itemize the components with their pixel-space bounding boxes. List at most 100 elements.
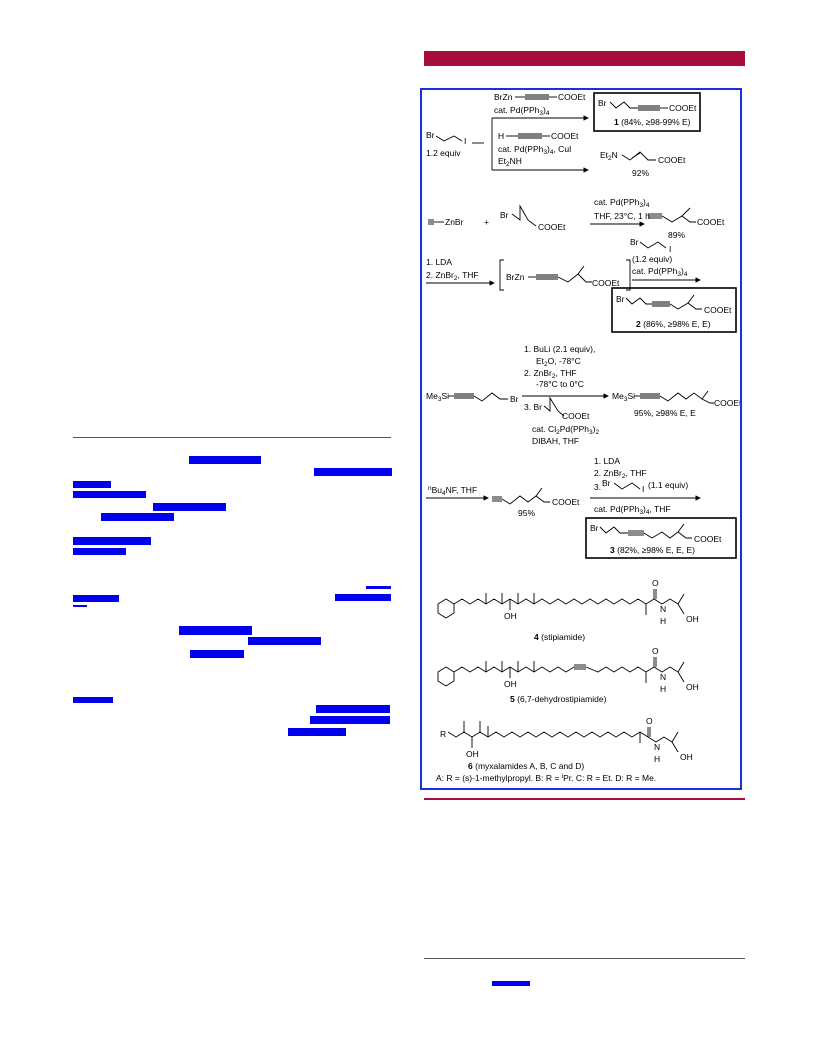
r3-catalyst: cat. Pd(PPh3)4 bbox=[632, 266, 688, 278]
np5-oh2: OH bbox=[686, 682, 699, 692]
r4-cond3: 3. Br bbox=[524, 402, 542, 412]
r2-conditions: THF, 23°C, 1 h bbox=[594, 211, 650, 221]
r5-product-label: 3 (82%, ≥98% E, E, E) bbox=[610, 545, 695, 555]
np6-o: O bbox=[646, 716, 653, 726]
r4-cond1b: Et2O, -78°C bbox=[536, 356, 581, 368]
redacted-link[interactable] bbox=[73, 537, 151, 545]
redacted-link[interactable] bbox=[179, 626, 252, 635]
r1-base: Et2NH bbox=[498, 156, 522, 168]
reaction-scheme: BrZn COOEt cat. Pd(PPh3)4 Br COOEt 1 (84… bbox=[426, 92, 740, 783]
r5-cond4: cat. Pd(PPh3)4, THF bbox=[594, 504, 671, 516]
r1-product-label: 1 (84%, ≥98-99% E) bbox=[614, 117, 691, 127]
np6-oh2: OH bbox=[680, 752, 693, 762]
r3-product-br: Br bbox=[616, 294, 625, 304]
r1-catalyst2: cat. Pd(PPh3)4, CuI bbox=[498, 144, 571, 156]
redacted-link[interactable] bbox=[73, 595, 119, 602]
r5-mid-yield: 95% bbox=[518, 508, 535, 518]
np5-o: O bbox=[652, 646, 659, 656]
r4-tms: Me3Si bbox=[426, 391, 449, 403]
redacted-link[interactable] bbox=[73, 697, 113, 703]
redacted-link[interactable] bbox=[492, 981, 530, 986]
np5-oh1: OH bbox=[504, 679, 517, 689]
r4-cond4: cat. Cl2Pd(PPh3)2 bbox=[532, 424, 599, 436]
r5-mid-ester: COOEt bbox=[552, 497, 580, 507]
r4-product-tms: Me3Si bbox=[612, 391, 635, 403]
r1-h: H bbox=[498, 131, 504, 141]
r4-cond2b: -78°C to 0°C bbox=[536, 379, 584, 389]
r5-product-ester: COOEt bbox=[694, 534, 722, 544]
r5-cond1: 1. LDA bbox=[594, 456, 620, 466]
r2-product-ester: COOEt bbox=[697, 217, 725, 227]
redacted-link[interactable] bbox=[73, 491, 146, 498]
r3-product-label: 2 (86%, ≥98% E, E) bbox=[636, 319, 711, 329]
dehydrostipiamide-structure bbox=[437, 657, 685, 687]
r4-br: Br bbox=[510, 394, 519, 404]
np4-h: H bbox=[660, 616, 666, 626]
redacted-link[interactable] bbox=[101, 513, 174, 521]
redacted-link[interactable] bbox=[314, 468, 392, 476]
np6-label: 6 (myxalamides A, B, C and D) bbox=[468, 761, 584, 771]
r1-reagent1-ester: COOEt bbox=[558, 92, 586, 102]
myxalamide-structure bbox=[447, 721, 679, 753]
np5-h: H bbox=[660, 684, 666, 694]
r3-int-ester: COOEt bbox=[592, 278, 620, 288]
redacted-link[interactable] bbox=[316, 705, 390, 713]
redacted-link[interactable] bbox=[248, 637, 321, 645]
r2-yield: 89% bbox=[668, 230, 685, 240]
np6-n: N bbox=[654, 742, 660, 752]
r3-step1: 1. LDA bbox=[426, 257, 452, 267]
np4-o: O bbox=[652, 578, 659, 588]
redacted-link[interactable] bbox=[288, 728, 346, 736]
r3-step2: 2. ZnBr2, THF bbox=[426, 270, 479, 282]
np5-n: N bbox=[660, 672, 666, 682]
np4-n: N bbox=[660, 604, 666, 614]
r3-intermediate: BrZn bbox=[506, 272, 525, 282]
r3-reagent-i: I bbox=[669, 244, 671, 254]
r2-plus: + bbox=[484, 217, 489, 227]
r5-cond2: 2. ZnBr2, THF bbox=[594, 468, 647, 480]
np6-r: R bbox=[440, 729, 446, 739]
redacted-link[interactable] bbox=[189, 456, 261, 464]
np4-oh1: OH bbox=[504, 611, 517, 621]
reaction-scheme-box: BrZn COOEt cat. Pd(PPh3)4 Br COOEt 1 (84… bbox=[420, 88, 742, 790]
r1-reagent2-ester: COOEt bbox=[551, 131, 579, 141]
r4-product-ester: COOEt bbox=[714, 398, 740, 408]
redacted-link[interactable] bbox=[310, 716, 390, 724]
r5-reagent: nBu4NF, THF bbox=[428, 485, 477, 497]
r1-start-br: Br bbox=[426, 130, 435, 140]
np4-oh2: OH bbox=[686, 614, 699, 624]
r1-side-yield: 92% bbox=[632, 168, 649, 178]
r4-cond1: 1. BuLi (2.1 equiv), bbox=[524, 344, 595, 354]
r1-catalyst: cat. Pd(PPh3)4 bbox=[494, 105, 550, 117]
r1-side-product: Et2N bbox=[600, 150, 618, 162]
r5-product-br: Br bbox=[590, 523, 599, 533]
redacted-link[interactable] bbox=[190, 650, 244, 658]
r2-ester: COOEt bbox=[538, 222, 566, 232]
redacted-link[interactable] bbox=[366, 586, 391, 589]
figure-title-bar bbox=[424, 51, 745, 66]
right-footnote-rule bbox=[424, 958, 745, 959]
redacted-link[interactable] bbox=[73, 481, 111, 488]
r5-cond3: 3. bbox=[594, 482, 601, 492]
r1-product-ester: COOEt bbox=[669, 103, 697, 113]
r3-reagent-br: Br bbox=[630, 237, 639, 247]
r4-cond3-ester: COOEt bbox=[562, 411, 590, 421]
np6-oh1: OH bbox=[466, 749, 479, 759]
r5-cond3-i: I bbox=[642, 484, 644, 494]
r1-reagent1: BrZn bbox=[494, 92, 513, 102]
r5-cond3-br: Br bbox=[602, 478, 611, 488]
redacted-link[interactable] bbox=[73, 605, 87, 607]
redacted-link[interactable] bbox=[153, 503, 226, 511]
np4-label: 4 (stipiamide) bbox=[534, 632, 585, 642]
r1-start-i: I bbox=[464, 136, 466, 146]
np5-label: 5 (6,7-dehydrostipiamide) bbox=[510, 694, 607, 704]
left-column-rule bbox=[73, 437, 391, 438]
r4-cond5: DIBAH, THF bbox=[532, 436, 579, 446]
redacted-link[interactable] bbox=[73, 548, 126, 555]
r4-yield: 95%, ≥98% E, E bbox=[634, 408, 696, 418]
r5-cond3-equiv: (1.1 equiv) bbox=[648, 480, 688, 490]
figure-bottom-rule bbox=[424, 798, 745, 800]
r3-equiv: (1.2 equiv) bbox=[632, 254, 672, 264]
redacted-link[interactable] bbox=[335, 594, 391, 601]
r3-product-ester: COOEt bbox=[704, 305, 732, 315]
